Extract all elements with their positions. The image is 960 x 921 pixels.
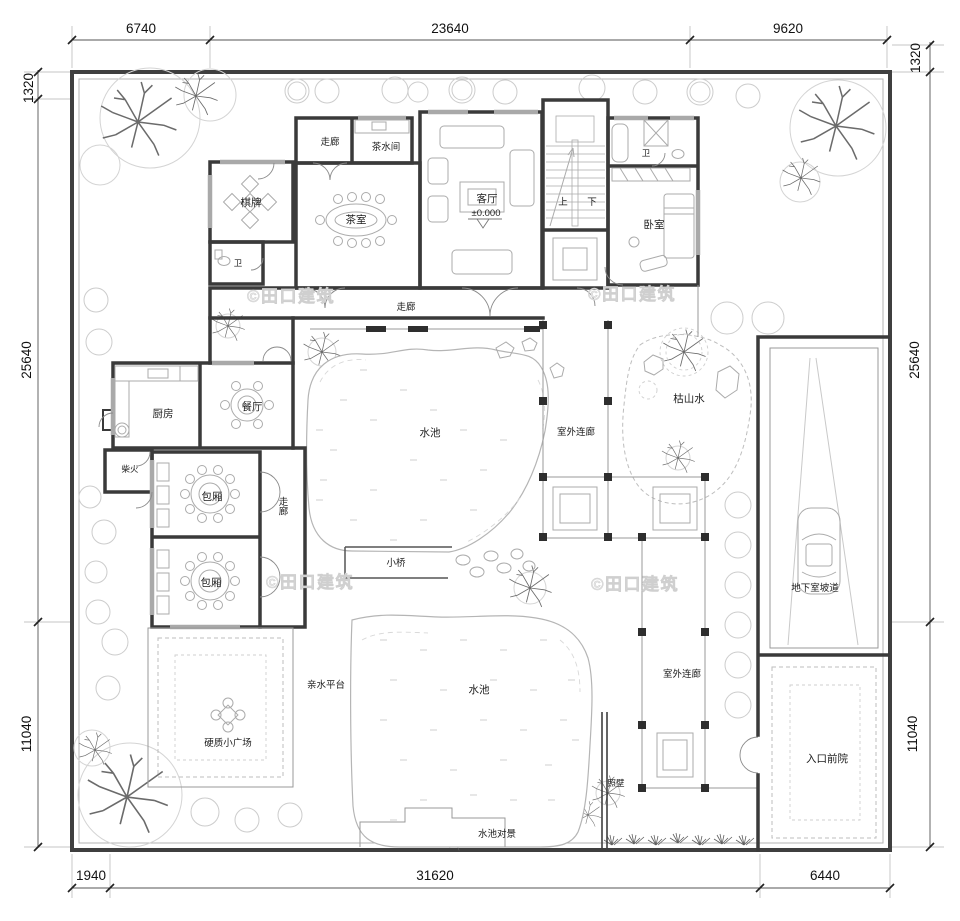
plaza-table-set	[210, 697, 246, 733]
dim-left-2: 25640	[19, 341, 34, 379]
label-outdoor-corridor-lower: 室外连廊	[663, 668, 702, 680]
dim-right-2: 25640	[907, 341, 922, 379]
bedroom-furniture	[611, 167, 695, 272]
furniture	[114, 115, 695, 615]
dim-right-3: 11040	[905, 716, 920, 753]
outdoor-colonnade	[539, 320, 758, 792]
tea-room-table	[315, 192, 397, 248]
dim-top-3: 9620	[773, 21, 803, 36]
water-features	[306, 337, 593, 848]
pantry-counter	[354, 119, 410, 134]
pond-lower-outline	[350, 614, 593, 848]
bridge	[344, 546, 452, 579]
pond-upper-outline	[306, 347, 549, 553]
watermarks: ©田口建筑 ©田口建筑 ©田口建筑 ©田口建筑	[247, 284, 679, 595]
pond-view-steps	[359, 807, 506, 847]
label-stair-down: 下	[587, 197, 597, 208]
dim-right-1: 1320	[908, 43, 923, 73]
label-corridor-top: 走廊	[320, 136, 340, 148]
label-chess-room: 棋牌	[241, 196, 262, 209]
label-private-room-1: 包厢	[202, 490, 223, 503]
label-bedroom: 卧室	[644, 218, 665, 231]
label-corridor-left: 走廊	[277, 497, 289, 517]
dim-bottom-3: 6440	[810, 868, 840, 883]
label-waterfront-platform: 亲水平台	[307, 679, 345, 691]
colonnade-pavilions	[552, 486, 698, 778]
label-stair-up: 上	[558, 197, 568, 208]
label-screen-wall: 照壁	[607, 778, 625, 788]
bath-right-fixtures	[611, 119, 685, 163]
ramp-and-yard	[756, 335, 890, 852]
site-labels: 水池 小桥 室外连廊 枯山水 地下室坡道 亲水平台 硬质小广场 水池 室外连廊 …	[204, 392, 848, 840]
label-private-room-2: 包厢	[201, 576, 222, 589]
private-room-1-table	[156, 462, 240, 528]
kitchen-counters	[114, 365, 199, 438]
label-entrance-yard: 入口前院	[806, 752, 848, 765]
elevation-mark	[468, 218, 502, 229]
dim-left-3: 11040	[19, 716, 34, 753]
dim-bottom-2: 31620	[416, 868, 454, 883]
label-bath-left: 卫	[234, 258, 243, 268]
pond-rocks	[495, 337, 565, 379]
screen-wall	[601, 712, 608, 850]
mahjong-table	[222, 174, 278, 230]
colonnade-columns	[539, 321, 709, 792]
watermark-text: ©田口建筑	[247, 286, 335, 306]
label-basement-ramp: 地下室坡道	[791, 582, 839, 594]
label-firewood: 柴火	[121, 464, 139, 474]
dim-left-1: 1320	[21, 73, 36, 103]
label-pond-lower: 水池	[469, 683, 490, 696]
label-dry-landscape: 枯山水	[673, 392, 705, 405]
door-swings	[98, 152, 759, 774]
dim-top-2: 23640	[431, 21, 469, 36]
label-corridor-main: 走廊	[396, 301, 416, 313]
shrub-circles	[78, 74, 785, 833]
living-room-sofas	[427, 125, 535, 275]
garden-planting	[73, 67, 887, 851]
label-kitchen: 厨房	[153, 407, 174, 420]
label-tea-room: 茶室	[346, 213, 367, 226]
label-dining-room: 餐厅	[242, 400, 263, 413]
label-pond-upper: 水池	[420, 426, 441, 439]
label-bridge: 小桥	[386, 557, 406, 569]
dim-top-1: 6740	[126, 21, 156, 36]
private-room-2-table	[156, 549, 240, 615]
label-floor-level: ±0.000	[472, 208, 501, 219]
staircase	[546, 115, 605, 227]
label-plaza: 硬质小广场	[204, 737, 252, 749]
room-labels: 走廊 茶水间 客厅 ±0.000 上 下 卫 卧室 棋牌 茶室 卫 走廊 厨房 …	[121, 136, 664, 589]
tree-canopies	[73, 67, 887, 848]
car-icon	[797, 507, 841, 595]
water-texture	[316, 369, 579, 821]
dimension-annotations: 6740 23640 9620 1940 31620 6440 1320 256…	[19, 21, 944, 898]
dining-table	[220, 381, 274, 429]
label-outdoor-corridor-upper: 室外连廊	[557, 426, 596, 438]
watermark-text: ©田口建筑	[588, 284, 676, 304]
watermark-text: ©田口建筑	[266, 572, 354, 592]
dim-bottom-1: 1940	[76, 868, 106, 883]
label-living-room: 客厅	[477, 192, 498, 205]
label-pond-view: 水池对景	[478, 828, 516, 840]
dry-landscape-garden	[622, 327, 752, 505]
plaza	[147, 627, 294, 788]
stepping-stones	[455, 548, 536, 578]
label-tea-pantry: 茶水间	[372, 141, 401, 153]
label-bath-right: 卫	[642, 148, 651, 158]
building-walls	[102, 98, 701, 630]
bath-left-fixtures	[214, 249, 231, 266]
watermark-text: ©田口建筑	[591, 574, 679, 594]
